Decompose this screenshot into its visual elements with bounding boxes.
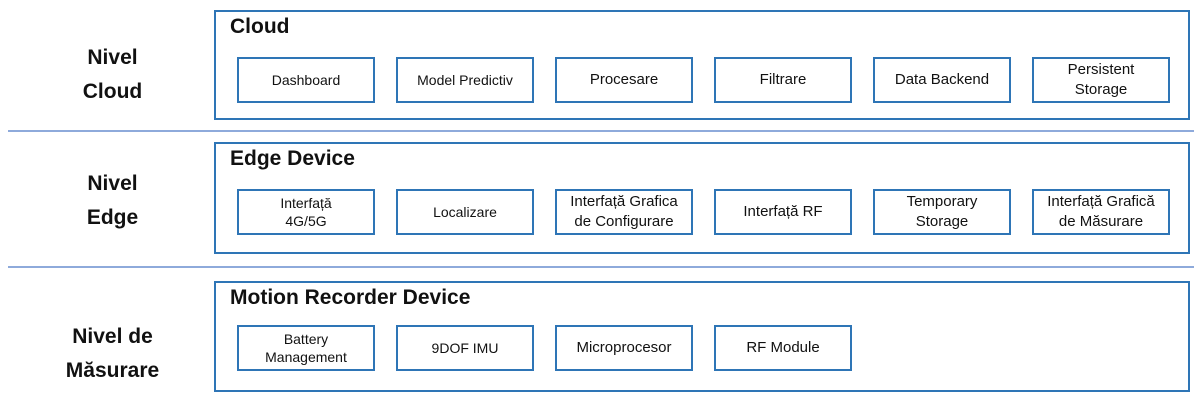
panel-title-edge-device: Edge Device (230, 147, 355, 170)
level-label-line: Cloud (82, 80, 143, 103)
component-interfata-grafica-configurare: Interfață Grafica de Configurare (555, 189, 693, 235)
component-filtrare: Filtrare (714, 57, 852, 103)
level-divider (8, 130, 1194, 132)
component-localizare: Localizare (396, 189, 534, 235)
level-label-edge: Nivel Edge (40, 167, 185, 235)
component-dashboard: Dashboard (237, 57, 375, 103)
component-rf-module: RF Module (714, 325, 852, 371)
component-temporary-storage: Temporary Storage (873, 189, 1011, 235)
panel-motion-recorder-device: Motion Recorder Device Battery Managemen… (214, 281, 1190, 392)
component-interfata-grafica-masurare: Interfață Grafică de Măsurare (1032, 189, 1170, 235)
component-data-backend: Data Backend (873, 57, 1011, 103)
level-label-masurare: Nivel de Măsurare (40, 320, 185, 388)
panel-title-motion-recorder-device: Motion Recorder Device (230, 286, 471, 309)
panel-cloud: Cloud Dashboard Model Predictiv Procesar… (214, 10, 1190, 120)
component-model-predictiv: Model Predictiv (396, 57, 534, 103)
component-9dof-imu: 9DOF IMU (396, 325, 534, 371)
panel-edge-device: Edge Device Interfață 4G/5G Localizare I… (214, 142, 1190, 254)
level-label-line: Edge (86, 206, 139, 229)
component-interfata-rf: Interfață RF (714, 189, 852, 235)
level-label-line: Măsurare (65, 359, 160, 382)
component-battery-management: Battery Management (237, 325, 375, 371)
level-divider (8, 266, 1194, 268)
component-persistent-storage: Persistent Storage (1032, 57, 1170, 103)
component-microprocesor: Microprocesor (555, 325, 693, 371)
level-label-line: Nivel de (72, 325, 153, 348)
component-procesare: Procesare (555, 57, 693, 103)
level-label-line: Nivel (87, 46, 138, 69)
level-label-line: Nivel (87, 172, 138, 195)
component-interfata-4g-5g: Interfață 4G/5G (237, 189, 375, 235)
level-label-cloud: Nivel Cloud (40, 41, 185, 109)
panel-title-cloud: Cloud (230, 15, 290, 38)
